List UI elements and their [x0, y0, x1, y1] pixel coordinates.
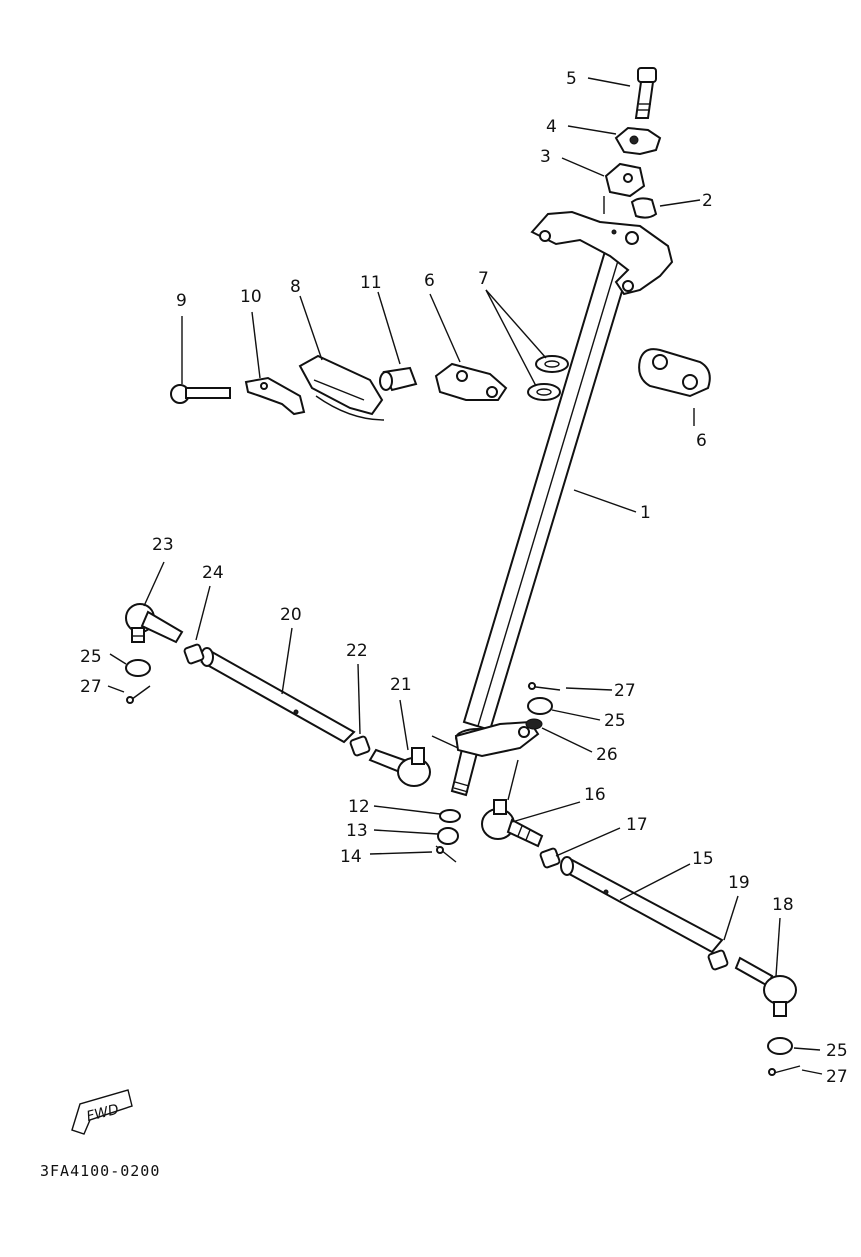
holder-4 — [614, 126, 662, 156]
label-21: 21 — [390, 675, 412, 695]
holder-3 — [604, 162, 646, 198]
nut-25-upper — [527, 697, 553, 715]
forward-arrow-icon: FWD — [71, 1089, 133, 1135]
lock-washer-10 — [244, 376, 306, 416]
collar-11 — [379, 366, 418, 392]
tie-rod-end-23 — [125, 603, 184, 644]
label-13: 13 — [346, 821, 368, 841]
label-26: 26 — [596, 745, 618, 765]
washer-12 — [439, 809, 461, 823]
label-23: 23 — [152, 535, 174, 555]
bolt-5 — [634, 67, 657, 119]
label-27-right: 27 — [826, 1067, 848, 1087]
tie-rod-end-21 — [368, 747, 431, 787]
label-24: 24 — [202, 563, 224, 583]
bushing-block-6-right — [638, 348, 711, 398]
label-27-left: 27 — [80, 677, 102, 697]
nut-25-left — [125, 659, 151, 677]
label-11: 11 — [360, 273, 382, 293]
washer-26 — [525, 718, 543, 730]
label-17: 17 — [626, 815, 648, 835]
label-18: 18 — [772, 895, 794, 915]
leader-lines — [107, 77, 823, 1075]
tie-rod-end-18 — [734, 956, 797, 1017]
drawing-code: 3FA4100-0200 — [40, 1162, 160, 1180]
label-9: 9 — [176, 291, 187, 311]
label-10: 10 — [240, 287, 262, 307]
cotter-pin-27-upper — [527, 682, 561, 691]
label-16: 16 — [584, 785, 606, 805]
label-22: 22 — [346, 641, 368, 661]
label-6-right: 6 — [696, 431, 707, 451]
label-2: 2 — [702, 191, 713, 211]
label-25-right: 25 — [826, 1041, 848, 1061]
label-7: 7 — [478, 269, 489, 289]
label-25-left: 25 — [80, 647, 102, 667]
label-8: 8 — [290, 277, 301, 297]
cotter-pin-27-left — [126, 685, 151, 704]
cotter-pin-14 — [435, 845, 457, 863]
locknut-24 — [183, 643, 205, 665]
bushing-2 — [630, 197, 658, 219]
column-bracket — [530, 210, 674, 296]
locknut-22 — [349, 735, 371, 757]
label-6-left: 6 — [424, 271, 435, 291]
tie-rod-15 — [560, 856, 724, 954]
label-1: 1 — [640, 503, 651, 523]
cotter-pin-27-right — [768, 1065, 801, 1076]
nut-13 — [437, 827, 459, 845]
locknut-19 — [707, 949, 729, 971]
label-12: 12 — [348, 797, 370, 817]
clips-7 — [527, 355, 569, 401]
label-3: 3 — [540, 147, 551, 167]
label-25-upper: 25 — [604, 711, 626, 731]
label-19: 19 — [728, 873, 750, 893]
nut-25-right — [767, 1037, 793, 1055]
label-5: 5 — [566, 69, 577, 89]
label-14: 14 — [340, 847, 362, 867]
bolt-9 — [170, 384, 231, 404]
fwd-label: FWD — [85, 1102, 121, 1125]
locknut-17 — [539, 847, 561, 869]
pitman-arm — [431, 720, 540, 758]
label-20: 20 — [280, 605, 302, 625]
tie-rod-20 — [200, 647, 356, 744]
label-27-upper: 27 — [614, 681, 636, 701]
label-15: 15 — [692, 849, 714, 869]
plate-8 — [298, 354, 385, 421]
tie-rod-end-16 — [481, 799, 544, 848]
label-4: 4 — [546, 117, 557, 137]
bushing-block-6-left — [434, 362, 508, 401]
